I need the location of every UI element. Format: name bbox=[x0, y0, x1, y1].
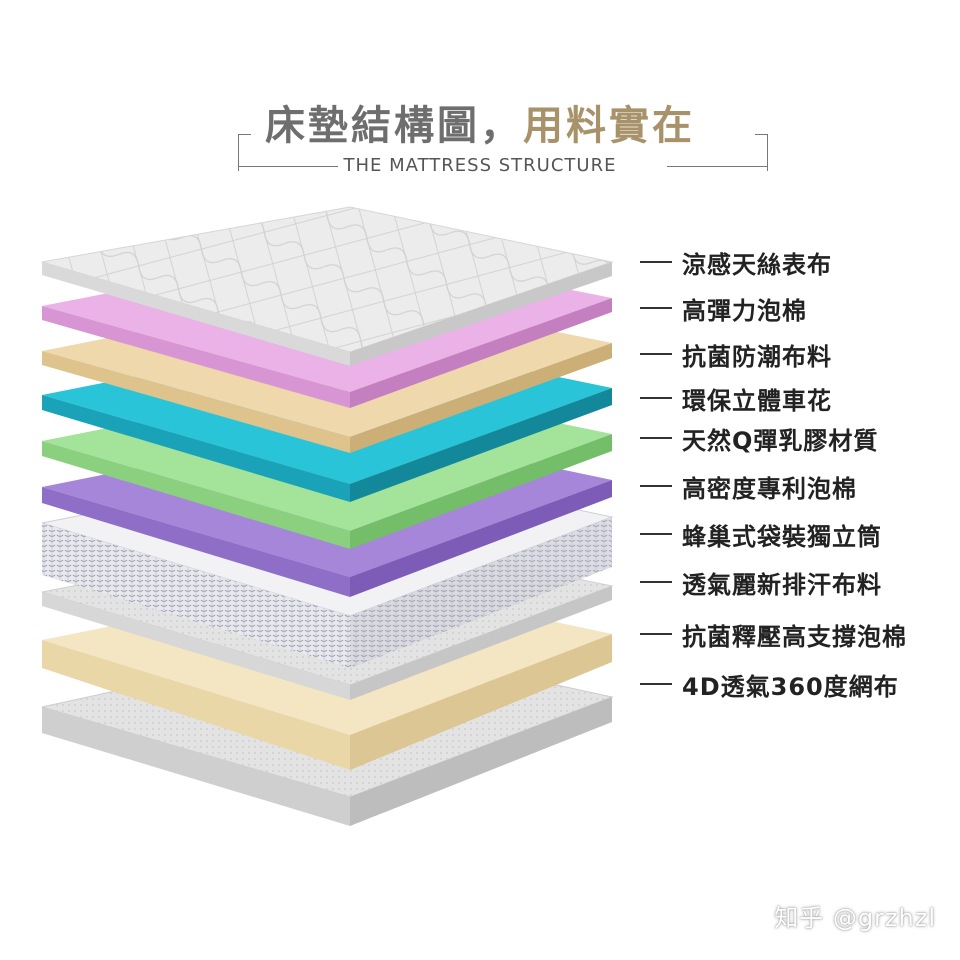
layer-label-text: 抗菌釋壓高支撐泡棉 bbox=[682, 622, 907, 651]
layer-label: 環保立體車花 bbox=[640, 380, 832, 416]
watermark: 知乎 @grzhzl bbox=[774, 904, 936, 932]
layer-label-text: 天然Q彈乳膠材質 bbox=[682, 426, 879, 455]
leader-line bbox=[640, 533, 672, 535]
leader-line bbox=[640, 353, 672, 355]
layer-label: 透氣麗新排汗布料 bbox=[640, 564, 882, 600]
layer-label: 天然Q彈乳膠材質 bbox=[640, 420, 878, 456]
subtitle-rule-left bbox=[238, 166, 338, 167]
leader-line bbox=[640, 397, 672, 399]
layer-top-cover bbox=[41, 206, 614, 366]
layer-label: 涼感天絲表布 bbox=[640, 244, 832, 280]
header: 床墊結構圖，用料實在 THE MATTRESS STRUCTURE bbox=[0, 0, 960, 200]
page-subtitle: THE MATTRESS STRUCTURE bbox=[343, 155, 617, 176]
layer-label-text: 高彈力泡棉 bbox=[682, 296, 807, 325]
layer-label: 高彈力泡棉 bbox=[640, 290, 807, 326]
layer-label: 高密度專利泡棉 bbox=[640, 468, 857, 504]
title-bracket-right bbox=[755, 134, 768, 171]
leader-line bbox=[640, 485, 672, 487]
layer-label-text: 環保立體車花 bbox=[682, 386, 832, 415]
title-main: 床墊結構圖， bbox=[265, 103, 523, 149]
title-accent: 用料實在 bbox=[523, 103, 695, 149]
leader-line bbox=[640, 307, 672, 309]
layer-label-text: 高密度專利泡棉 bbox=[682, 474, 857, 503]
layer-label: 抗菌防潮布料 bbox=[640, 336, 832, 372]
layer-label: 蜂巢式袋裝獨立筒 bbox=[640, 516, 882, 552]
layer-label-text: 4D透氣360度網布 bbox=[682, 672, 899, 701]
leader-line bbox=[640, 581, 672, 583]
leader-line bbox=[640, 683, 672, 685]
leader-line bbox=[640, 633, 672, 635]
page-title: 床墊結構圖，用料實在 bbox=[0, 98, 960, 154]
layer-label-text: 透氣麗新排汗布料 bbox=[682, 570, 882, 599]
layer-label-text: 蜂巢式袋裝獨立筒 bbox=[682, 522, 882, 551]
title-bracket-left bbox=[238, 134, 251, 171]
layer-label: 4D透氣360度網布 bbox=[640, 666, 899, 702]
subtitle-rule-right bbox=[667, 166, 767, 167]
leader-line bbox=[640, 261, 672, 263]
layer-label-text: 涼感天絲表布 bbox=[682, 250, 832, 279]
leader-line bbox=[640, 437, 672, 439]
layer-label: 抗菌釋壓高支撐泡棉 bbox=[640, 616, 907, 652]
layer-label-text: 抗菌防潮布料 bbox=[682, 342, 832, 371]
